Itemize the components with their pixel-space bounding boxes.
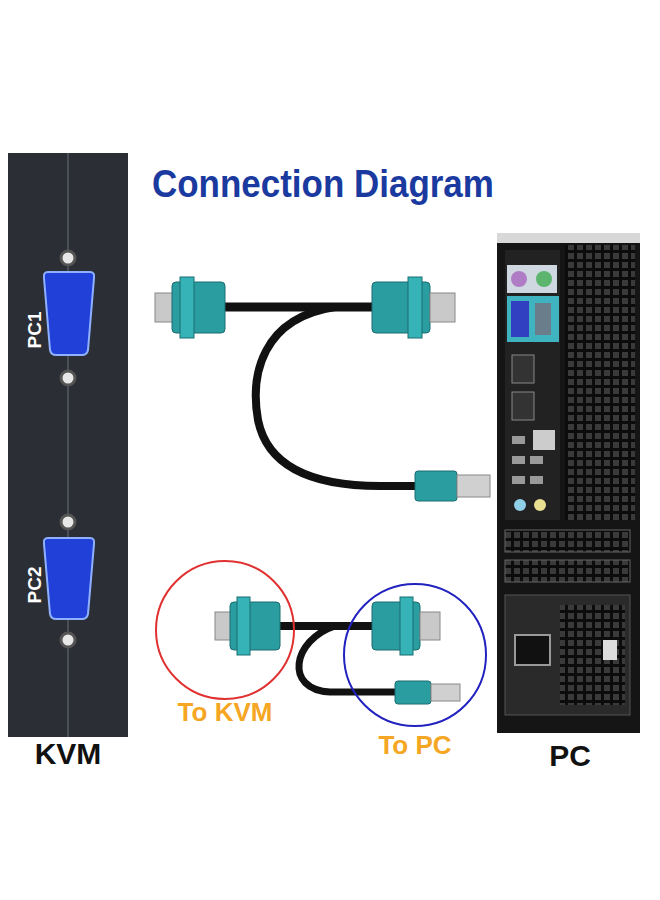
thumbscrew [408, 277, 422, 338]
psu-grille [560, 605, 625, 705]
displayport [512, 355, 534, 383]
cable [225, 303, 372, 312]
expansion-slot [505, 560, 630, 582]
kvm-panel: KVM PC1PC2 [8, 153, 128, 783]
serial-port [535, 303, 551, 335]
panel-seam [67, 153, 69, 737]
callout-circle: To KVM [155, 560, 295, 735]
vga-port [44, 272, 94, 355]
usb-plug-body [395, 681, 431, 704]
kvm-port: PC2 [20, 510, 120, 650]
vga-port [44, 538, 94, 619]
device-label: PC [490, 745, 650, 767]
usb-plug-shell [457, 475, 490, 497]
usb-port [530, 476, 543, 484]
tower-top [497, 233, 640, 243]
port-screw [61, 633, 75, 647]
audio-jack [534, 499, 546, 511]
usb-port [530, 456, 543, 464]
ethernet-port [533, 430, 555, 450]
device-label: KVM [8, 743, 128, 765]
pc-tower [497, 233, 640, 733]
circle-outline [156, 561, 294, 699]
ps2-port [511, 271, 527, 287]
diagram-title: Connection Diagram [152, 163, 494, 206]
callout-label: To PC [343, 734, 487, 756]
usb-plug-body [415, 471, 457, 501]
usb-port [512, 456, 525, 464]
vga-port [511, 301, 529, 337]
kvm-panel [8, 153, 128, 737]
circle-outline [344, 584, 486, 726]
port-screw [61, 515, 75, 529]
port-plate [507, 296, 559, 342]
callout-label: To KVM [155, 701, 295, 723]
displayport [512, 392, 534, 420]
power-socket [515, 635, 550, 665]
expansion-slot [505, 530, 630, 552]
vent-grille [565, 245, 635, 520]
thumbscrew [400, 597, 413, 655]
usb-port [512, 436, 525, 444]
port-label: PC2 [24, 560, 46, 610]
vga-plug-shell [215, 612, 232, 640]
kvm-port: PC1 [20, 248, 120, 388]
pc-tower: PC [490, 228, 650, 780]
callout-circle: To PC [343, 583, 487, 768]
io-panel [505, 250, 560, 520]
power-switch [603, 640, 617, 660]
thumbscrew [237, 597, 250, 655]
vga-plug-shell [420, 612, 440, 640]
port-label: PC1 [24, 305, 46, 355]
thumbscrew [180, 277, 194, 338]
usb-port [512, 476, 525, 484]
port-screw [61, 371, 75, 385]
power-supply [505, 595, 630, 715]
port-screw [61, 251, 75, 265]
audio-jack [514, 499, 526, 511]
vga-plug-shell [430, 293, 455, 322]
ps2-plate [507, 265, 557, 293]
usb-plug-shell [431, 684, 460, 701]
usb-cable [256, 307, 415, 486]
ps2-port [536, 271, 552, 287]
